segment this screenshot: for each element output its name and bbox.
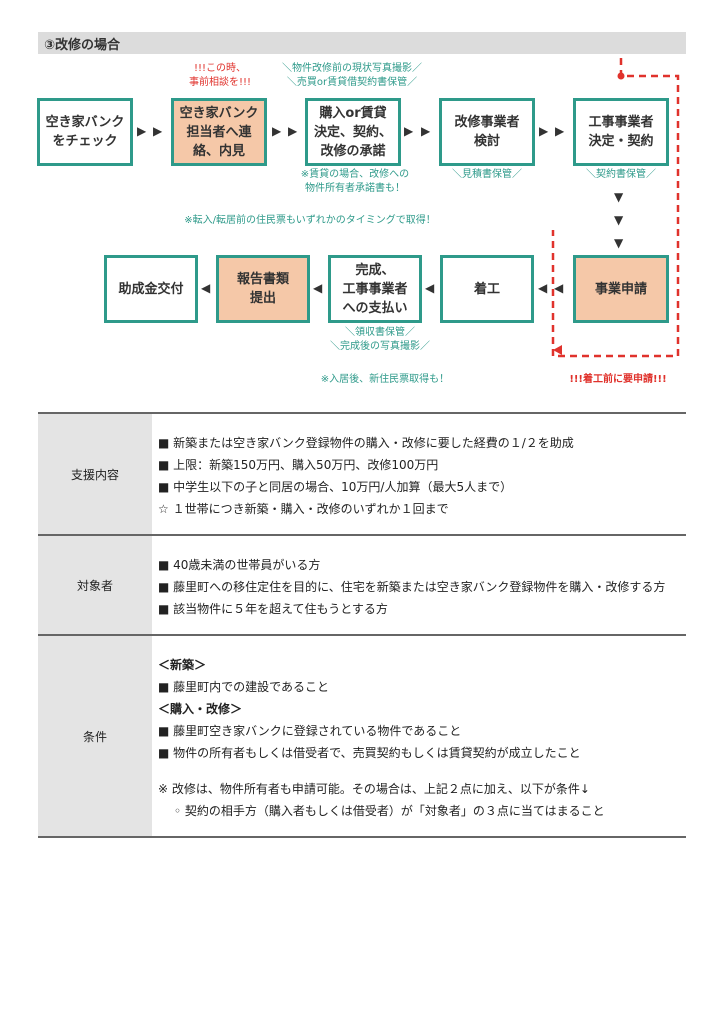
- arrow-right-icon: ▶: [404, 124, 414, 138]
- arrow-right-icon: ▶: [539, 124, 549, 138]
- residence-after-note: ※入居後、新住民票取得も！: [320, 374, 450, 385]
- flow-step-contact-viewing: 空き家バンク 担当者へ連 絡、内見: [171, 98, 267, 166]
- list-item: ■ 中学生以下の子と同居の場合、10万円/人加算（最大5人まで）: [158, 480, 513, 494]
- flow-step-grant-payment: 助成金交付: [104, 255, 198, 323]
- list-item: ■ 物件の所有者もしくは借受者で、売買契約もしくは賃貸契約が成立したこと: [158, 746, 581, 760]
- support-content: ■ 新築または空き家バンク登録物件の購入・改修に要した経費の１/２を助成 ■ 上…: [152, 412, 686, 536]
- list-item: ☆ １世帯につき新築・購入・改修のいずれか１回まで: [158, 502, 449, 516]
- flow-step-contractor-contract: 工事事業者 決定・契約: [573, 98, 669, 166]
- arrow-left-icon: ◀: [554, 281, 564, 295]
- arrow-left-icon: ◀: [201, 281, 211, 295]
- table-row: 支援内容 ■ 新築または空き家バンク登録物件の購入・改修に要した経費の１/２を助…: [38, 412, 686, 536]
- arrow-down-icon: ▼: [614, 236, 624, 250]
- flow-step-check-bank: 空き家バンク をチェック: [37, 98, 133, 166]
- arrow-right-icon: ▶: [288, 124, 298, 138]
- target-label: 対象者: [38, 534, 152, 636]
- conditions-label: 条件: [38, 634, 152, 838]
- list-item: ■ 40歳未満の世帯員がいる方: [158, 558, 321, 572]
- red-dashed-connector: [551, 58, 680, 358]
- list-item: ■ 上限：新築150万円、購入50万円、改修100万円: [158, 458, 439, 472]
- arrow-left-icon: ◀: [538, 281, 548, 295]
- flow-step-apply: 事業申請: [573, 255, 669, 323]
- section-title: ③改修の場合: [44, 38, 121, 53]
- purchase-renovation-heading: ＜購入・改修＞: [158, 702, 243, 716]
- arrow-left-icon: ◀: [425, 281, 435, 295]
- residence-before-note: ※転入/転居前の住民票もいずれかのタイミングで取得！: [184, 215, 436, 226]
- lease-note: ※賃貸の場合、改修への 物件所有者承諾書も！: [300, 169, 410, 194]
- arrow-left-icon: ◀: [313, 281, 323, 295]
- arrow-right-icon: ▶: [555, 124, 565, 138]
- flow-step-completion-payment: 完成、 工事事業者 への支払い: [328, 255, 422, 323]
- table-row: 対象者 ■ 40歳未満の世帯員がいる方 ■ 藤里町への移住定住を目的に、住宅を新…: [38, 534, 686, 636]
- photo-contract-note: ＼物件改修前の現状写真撮影／ ＼売買or賃貸借契約書保管／: [282, 63, 422, 88]
- conditions-content: ＜新築＞ ■ 藤里町内での建設であること ＜購入・改修＞ ■ 藤里町空き家バンク…: [152, 634, 686, 838]
- section-header: ③改修の場合: [38, 32, 686, 54]
- flow-step-submit-report: 報告書類 提出: [216, 255, 310, 323]
- list-item: ■ 藤里町への移住定住を目的に、住宅を新築または空き家バンク登録物件を購入・改修…: [158, 580, 666, 594]
- list-item: ■ 新築または空き家バンク登録物件の購入・改修に要した経費の１/２を助成: [158, 436, 574, 450]
- before-start-note: !!!着工前に要申請!!!: [569, 374, 667, 385]
- renovation-note: ※ 改修は、物件所有者も申請可能。その場合は、上記２点に加え、以下が条件↓: [158, 782, 590, 796]
- flow-step-contract: 購入or賃貸 決定、契約、 改修の承諾: [305, 98, 401, 166]
- info-table: 支援内容 ■ 新築または空き家バンク登録物件の購入・改修に要した経費の１/２を助…: [38, 412, 686, 838]
- arrow-right-icon: ▶: [137, 124, 147, 138]
- renovation-subnote: ◦ 契約の相手方（購入者もしくは借受者）が「対象者」の３点に当てはまること: [174, 804, 605, 818]
- arrow-right-icon: ▶: [153, 124, 163, 138]
- table-row: 条件 ＜新築＞ ■ 藤里町内での建設であること ＜購入・改修＞ ■ 藤里町空き家…: [38, 634, 686, 838]
- arrow-right-icon: ▶: [272, 124, 282, 138]
- flow-step-consider-contractor: 改修事業者 検討: [439, 98, 535, 166]
- arrow-down-icon: ▼: [614, 213, 624, 227]
- receipt-photo-note: ＼領収書保管／ ＼完成後の写真撮影／: [330, 327, 430, 352]
- arrow-down-icon: ▼: [614, 190, 624, 204]
- support-label: 支援内容: [38, 412, 152, 536]
- arrow-right-icon: ▶: [421, 124, 431, 138]
- target-content: ■ 40歳未満の世帯員がいる方 ■ 藤里町への移住定住を目的に、住宅を新築または…: [152, 534, 686, 636]
- list-item: ■ 該当物件に５年を超えて住もうとする方: [158, 602, 388, 616]
- list-item: ■ 藤里町内での建設であること: [158, 680, 330, 694]
- flow-step-start-construction: 着工: [440, 255, 534, 323]
- list-item: ■ 藤里町空き家バンクに登録されている物件であること: [158, 724, 462, 738]
- contract-note: ＼契約書保管／: [586, 169, 656, 180]
- estimate-note: ＼見積書保管／: [452, 169, 522, 180]
- new-build-heading: ＜新築＞: [158, 658, 207, 672]
- consult-note: !!!この時、 事前相談を!!!: [188, 63, 252, 88]
